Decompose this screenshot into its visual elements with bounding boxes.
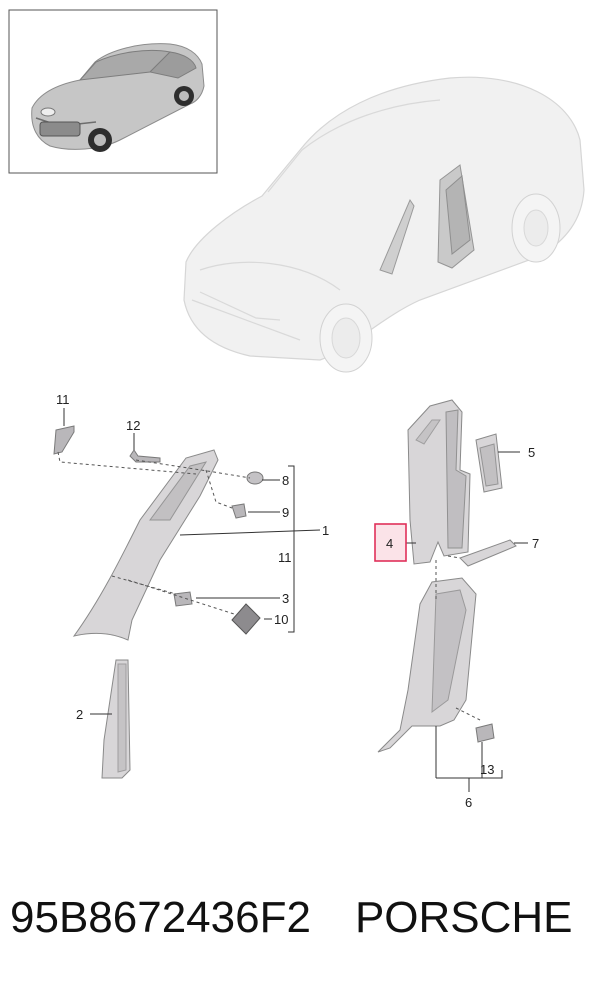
part-number-text: 95B8672436F2 [10, 893, 311, 942]
callout-12: 12 [126, 418, 140, 433]
callout-5: 5 [528, 445, 535, 460]
parts-diagram: 11 12 8 9 1 11 3 10 2 5 4 7 13 6 [8, 9, 585, 810]
clip-part-3 [173, 591, 193, 607]
callout-3: 3 [282, 591, 289, 606]
a-pillar-trim-part [72, 449, 219, 641]
callout-8: 8 [282, 473, 289, 488]
callout-11-bracket: 11 [278, 550, 292, 565]
callout-10: 10 [274, 612, 288, 627]
bracket-part-7 [459, 539, 517, 567]
a-pillar-group [53, 408, 321, 779]
callout-9: 9 [282, 505, 289, 520]
callout-11-top: 11 [56, 392, 70, 407]
callout-6: 6 [465, 795, 472, 810]
b-pillar-group [377, 399, 528, 792]
pad-part-10 [231, 603, 261, 635]
footer-caption: 95B8672436F2 PORSCHE [10, 893, 600, 953]
brand-text: PORSCHE [354, 893, 573, 942]
vehicle-thumbnail [8, 9, 218, 174]
screw-part-12 [129, 449, 161, 463]
fastener-part-9 [231, 503, 247, 519]
clip-part-13 [475, 723, 495, 743]
ghost-car-illustration [183, 76, 585, 373]
callout-2: 2 [76, 707, 83, 722]
callout-1: 1 [322, 523, 329, 538]
grommet-part-8 [246, 471, 264, 485]
callout-13: 13 [480, 762, 494, 777]
callout-7: 7 [532, 536, 539, 551]
clip-part-11 [53, 425, 75, 455]
callout-4: 4 [386, 536, 393, 551]
thumbnail-car-image [31, 43, 205, 152]
highlight-box-part-4 [374, 523, 407, 562]
